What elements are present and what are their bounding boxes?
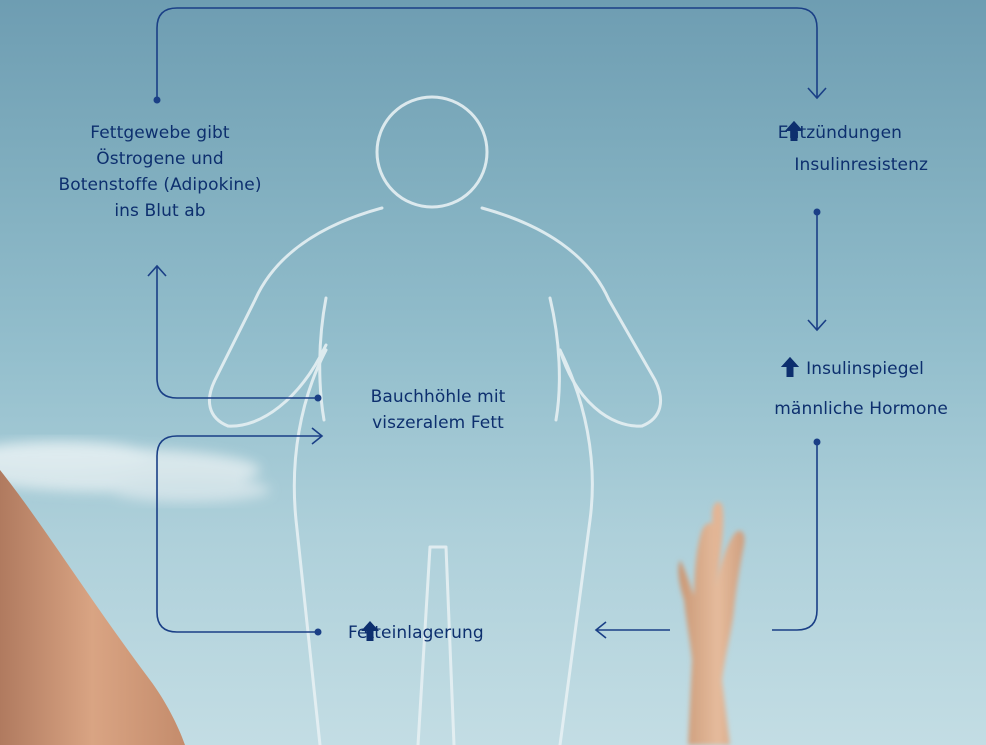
bold-up-arrow-icon: [780, 356, 800, 378]
connector-right-bottom: [772, 442, 817, 630]
bold-up-arrow-icon: [784, 120, 804, 142]
fettgewebe-line: Fettgewebe gibt: [22, 120, 298, 146]
fettgewebe-line: Östrogene und: [22, 146, 298, 172]
flow-connectors: [148, 8, 826, 638]
label-insulinspiegel-group: Insulinspiegel männliche Hormone: [774, 356, 948, 422]
label-fetteinlagerung-group: Fetteinlagerung: [348, 620, 484, 646]
label-insulinresistenz: Insulinresistenz: [794, 155, 928, 175]
bauchhoehle-line: viszeralem Fett: [338, 410, 538, 436]
label-bauchhoehle: Bauchhöhle mit viszeralem Fett: [338, 384, 538, 436]
figure-arm-left: [228, 298, 326, 426]
dot-bauch: [315, 395, 322, 402]
fettgewebe-line: ins Blut ab: [22, 198, 298, 224]
label-entzuendungen-group: Entzündungen Insulinresistenz: [778, 120, 902, 178]
dot-insulin: [814, 439, 821, 446]
dot-fett: [315, 629, 322, 636]
bauchhoehle-line: Bauchhöhle mit: [338, 384, 538, 410]
figure-legs: [418, 547, 454, 745]
fettgewebe-line: Botenstoffe (Adipokine): [22, 172, 298, 198]
figure-arm-right: [550, 298, 642, 426]
label-insulinspiegel: Insulinspiegel: [806, 359, 924, 379]
connector-top: [157, 8, 817, 100]
bold-up-arrow-icon: [360, 620, 380, 642]
figure-head: [377, 97, 487, 207]
label-fettgewebe: Fettgewebe gibt Östrogene und Botenstoff…: [22, 120, 298, 224]
label-maennliche-hormone: männliche Hormone: [774, 399, 948, 419]
dot-entz: [814, 209, 821, 216]
dot-fettgewebe: [154, 97, 161, 104]
